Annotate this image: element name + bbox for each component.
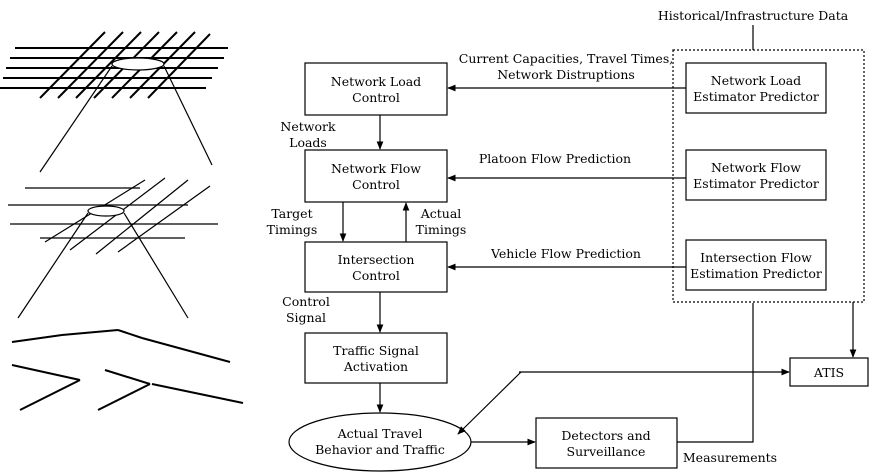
network-load-control-box: Network Load Control xyxy=(304,62,448,116)
target-timings-label-line2: Timings xyxy=(267,222,318,237)
svg-text:Network Flow: Network Flow xyxy=(711,160,801,175)
traffic-signal-activation-box: Traffic Signal Activation xyxy=(304,332,448,384)
detectors-box: Detectors and Surveillance xyxy=(535,417,678,469)
svg-text:Estimator Predictor: Estimator Predictor xyxy=(693,89,819,104)
svg-text:Control: Control xyxy=(352,268,400,283)
svg-text:Estimator Predictor: Estimator Predictor xyxy=(693,176,819,191)
measurements-line xyxy=(677,303,754,443)
current-capacities-label-line2: Network Distruptions xyxy=(497,67,635,82)
atis-box: ATIS xyxy=(789,357,869,387)
intersection-control-box: Intersection Control xyxy=(304,241,448,293)
svg-text:Intersection: Intersection xyxy=(338,252,415,267)
svg-text:Network Load: Network Load xyxy=(711,73,801,88)
network-load-estimator-box: Network Load Estimator Predictor xyxy=(685,62,827,114)
historical-data-label: Historical/Infrastructure Data xyxy=(658,8,849,23)
intersection-zone-illustration xyxy=(8,177,218,319)
atis-to-traffic-arrow xyxy=(457,371,522,435)
measurements-label: Measurements xyxy=(683,450,777,465)
svg-text:Network Load: Network Load xyxy=(331,74,421,89)
control-signal-label-line2: Signal xyxy=(286,310,326,325)
svg-text:Control: Control xyxy=(352,90,400,105)
svg-text:Estimation Predictor: Estimation Predictor xyxy=(690,266,822,281)
svg-text:Surveillance: Surveillance xyxy=(567,444,646,459)
svg-text:ATIS: ATIS xyxy=(813,365,844,380)
control-signal-label-line1: Control xyxy=(282,294,330,309)
network-loads-label-line2: Loads xyxy=(289,135,327,150)
svg-text:Detectors and: Detectors and xyxy=(561,428,650,443)
actual-timings-label-line2: Timings xyxy=(416,222,467,237)
svg-text:Control: Control xyxy=(352,177,400,192)
svg-text:Network Flow: Network Flow xyxy=(331,161,421,176)
road-intersection-illustration xyxy=(11,329,244,411)
svg-text:Activation: Activation xyxy=(343,359,408,374)
intersection-flow-estimator-box: Intersection Flow Estimation Predictor xyxy=(685,239,827,291)
svg-text:Traffic Signal: Traffic Signal xyxy=(333,343,419,358)
network-flow-estimator-box: Network Flow Estimator Predictor xyxy=(685,149,827,201)
network-loads-label-line1: Network xyxy=(280,119,336,134)
target-timings-label-line1: Target xyxy=(271,206,312,221)
estimator-container xyxy=(672,49,865,303)
svg-text:Actual Travel: Actual Travel xyxy=(337,426,423,441)
platoon-flow-label: Platoon Flow Prediction xyxy=(479,151,631,166)
svg-text:Intersection Flow: Intersection Flow xyxy=(700,250,812,265)
vehicle-flow-label: Vehicle Flow Prediction xyxy=(490,246,641,261)
network-flow-control-box: Network Flow Control xyxy=(304,149,448,203)
actual-travel-ellipse: Actual Travel Behavior and Traffic xyxy=(288,412,472,472)
svg-text:Behavior and Traffic: Behavior and Traffic xyxy=(315,442,445,457)
network-grid-illustration xyxy=(0,31,228,173)
actual-timings-label-line1: Actual xyxy=(420,206,462,221)
current-capacities-label-line1: Current Capacities, Travel Times, xyxy=(459,51,673,66)
